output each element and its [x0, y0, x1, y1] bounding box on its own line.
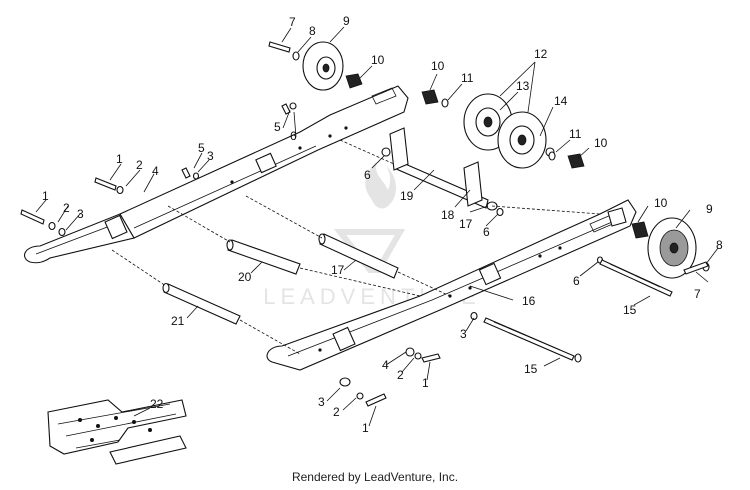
callout-22: 22 — [150, 397, 164, 411]
callout-11: 11 — [461, 71, 474, 85]
callout-18: 18 — [441, 208, 455, 222]
callout-13: 13 — [516, 79, 530, 93]
cross-shaft-21 — [111, 249, 301, 355]
callout-6: 6 — [573, 274, 580, 288]
spacer-blocks-10 — [345, 73, 649, 239]
callout-7: 7 — [289, 15, 296, 29]
callout-3: 3 — [207, 149, 214, 163]
bolts — [20, 41, 709, 407]
callout-20: 20 — [238, 270, 252, 284]
callout-4: 4 — [382, 358, 389, 372]
callout-19: 19 — [400, 189, 414, 203]
callout-17: 17 — [459, 217, 473, 231]
footer-credit: Rendered by LeadVenture, Inc. — [291, 470, 459, 484]
upper-wheel-9 — [302, 41, 344, 91]
callout-6: 6 — [290, 129, 297, 143]
callout-3: 3 — [460, 327, 467, 341]
callout-10: 10 — [431, 59, 445, 73]
callout-21: 21 — [171, 314, 185, 328]
callout-1: 1 — [422, 376, 429, 390]
callout-8: 8 — [716, 238, 723, 252]
lower-wheel-9 — [647, 217, 697, 279]
callout-14: 14 — [554, 94, 568, 108]
callout-10: 10 — [594, 136, 608, 150]
cross-shaft-20 — [167, 205, 421, 297]
callout-1: 1 — [362, 421, 369, 435]
track-clips-22 — [47, 399, 187, 465]
callout-2: 2 — [63, 201, 70, 215]
rear-axle-wheels — [463, 93, 555, 169]
callout-10: 10 — [654, 196, 668, 210]
callout-9: 9 — [706, 202, 713, 216]
callout-8: 8 — [309, 24, 316, 38]
washers — [48, 51, 710, 400]
cross-shaft-17 — [245, 195, 451, 297]
callout-4: 4 — [152, 164, 159, 178]
callout-9: 9 — [343, 14, 350, 28]
callout-2: 2 — [333, 405, 340, 419]
callout-6: 6 — [483, 225, 490, 239]
long-bolts-15 — [483, 259, 673, 363]
right-rail-front-tip — [24, 213, 135, 264]
leader-lines — [35, 26, 719, 427]
suspension-exploded-diagram: LEADVENTURE — [20, 14, 723, 465]
callout-10: 10 — [371, 53, 385, 67]
callout-1: 1 — [42, 189, 49, 203]
callout-5: 5 — [274, 120, 281, 134]
callout-11: 11 — [569, 127, 582, 141]
callout-15: 15 — [623, 303, 637, 317]
callout-1: 1 — [116, 152, 123, 166]
callout-15: 15 — [524, 362, 538, 376]
callout-3: 3 — [318, 395, 325, 409]
right-rail — [119, 85, 409, 239]
callout-7: 7 — [694, 287, 701, 301]
callout-12: 12 — [534, 47, 548, 61]
callout-16: 16 — [522, 294, 536, 308]
callouts: 7 8 9 10 10 11 12 13 14 11 10 5 6 5 3 1 … — [42, 14, 723, 435]
callout-17: 17 — [331, 263, 345, 277]
callout-5: 5 — [198, 141, 205, 155]
callout-2: 2 — [136, 158, 143, 172]
callout-2: 2 — [397, 368, 404, 382]
callout-3: 3 — [77, 207, 84, 221]
callout-6: 6 — [364, 168, 371, 182]
